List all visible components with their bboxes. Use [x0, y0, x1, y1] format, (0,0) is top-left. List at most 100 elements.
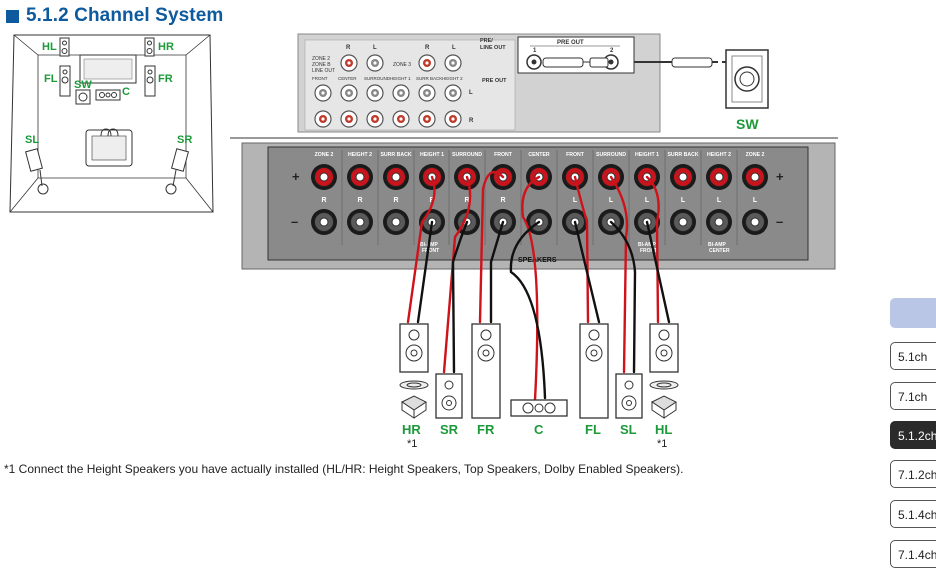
room-label-fr: FR — [158, 73, 173, 85]
speaker-wire — [478, 170, 505, 324]
speaker-note-hr: *1 — [407, 438, 417, 450]
svg-text:LINE OUT: LINE OUT — [480, 45, 506, 51]
speaker-wire — [573, 175, 590, 324]
terminal-negative — [383, 209, 409, 235]
section-title-text: 5.1.2 Channel System — [26, 5, 224, 26]
speaker-label-c: C — [534, 422, 544, 437]
zone23-label: ZONE 2 — [312, 56, 330, 62]
in-r1: R — [346, 45, 351, 51]
terminal-positive — [311, 164, 337, 190]
speaker-sr-icon — [435, 373, 463, 419]
amp-channel-letter: R — [321, 197, 326, 204]
terminal-negative — [670, 209, 696, 235]
speaker-label-sr: SR — [440, 422, 459, 437]
speaker-wire — [451, 220, 469, 374]
svg-text:L: L — [469, 90, 473, 96]
speaker-c-icon — [510, 399, 568, 417]
title-square-icon — [6, 9, 19, 23]
amp-column-label: SURR BACK — [380, 152, 411, 158]
input-row-label: HEIGHT 1 — [390, 76, 411, 81]
amp-channel-letter: L — [681, 197, 686, 204]
speaker-wire — [416, 220, 434, 324]
pre-out-title: PRE OUT — [557, 40, 584, 46]
speakers-label: SPEAKERS — [518, 257, 557, 264]
input-row-label: CENTER — [338, 76, 357, 81]
amp-column-label: HEIGHT 1 — [635, 152, 659, 158]
biamp-front-right: BI-AMP — [638, 242, 656, 248]
terminal-positive — [742, 164, 768, 190]
room-diagram: HL HR FL FR SW C SL SR — [9, 34, 214, 213]
svg-text:FRONT: FRONT — [640, 248, 657, 254]
tab-5-1ch[interactable]: 5.1ch — [890, 342, 936, 370]
amp-panel: + + – – SPEAKERS BI-AMP FRONT BI-AMP FRO… — [241, 142, 836, 270]
speaker-label-sl: SL — [620, 422, 637, 437]
speaker-wire — [573, 220, 601, 324]
footnote: *1 Connect the Height Speakers you have … — [4, 462, 684, 476]
speaker-fr-icon — [471, 323, 501, 419]
speaker-label-fr: FR — [477, 422, 495, 437]
speaker-fl-icon — [579, 323, 609, 419]
subwoofer-label: SW — [736, 116, 759, 132]
tab-5-1-2ch[interactable]: 5.1.2ch — [890, 421, 936, 449]
input-row-label: FRONT — [312, 76, 328, 81]
input-jack-top — [418, 54, 436, 72]
speaker-wire — [609, 175, 629, 374]
input-jack — [392, 84, 410, 102]
amp-column-label: ZONE 2 — [315, 152, 334, 158]
tab-7-1ch[interactable]: 7.1ch — [890, 382, 936, 410]
tab-blank-header — [890, 298, 936, 328]
tab-7-1-4ch[interactable]: 7.1.4ch — [890, 540, 936, 568]
room-label-fl: FL — [44, 73, 58, 85]
speaker-label-hr: HR — [402, 422, 421, 437]
pre-line-out-label: PRE/ — [480, 38, 493, 44]
amp-column-label: ZONE 2 — [746, 152, 765, 158]
terminal-negative — [742, 209, 768, 235]
room-hr-icon — [144, 37, 155, 57]
input-jack — [444, 110, 462, 128]
amp-minus-left: – — [291, 214, 298, 229]
subwoofer-icon — [722, 49, 769, 109]
input-jack-top — [340, 54, 358, 72]
tab-5-1-4ch[interactable]: 5.1.4ch — [890, 500, 936, 528]
pre-out-box: PRE OUT 1 2 — [517, 36, 718, 74]
input-panel: ZONE 2 ZONE B LINE OUT ZONE 3 PRE/ LINE … — [297, 33, 661, 133]
amp-column-label: HEIGHT 2 — [707, 152, 731, 158]
svg-text:CENTER: CENTER — [709, 248, 730, 254]
amp-channel-letter: L — [717, 197, 722, 204]
svg-text:ZONE B: ZONE B — [312, 62, 331, 68]
input-row-label: HEIGHT 2 — [442, 76, 463, 81]
speaker-wires — [406, 170, 671, 402]
speaker-wire — [521, 175, 541, 402]
sofa-icon — [85, 128, 133, 167]
svg-text:R: R — [469, 118, 474, 124]
speaker-wire — [645, 220, 671, 324]
speaker-wire — [489, 220, 505, 324]
terminal-positive — [383, 164, 409, 190]
terminal-positive — [347, 164, 373, 190]
input-jack — [418, 84, 436, 102]
room-label-c: C — [122, 86, 130, 98]
speaker-wire — [442, 175, 472, 374]
amp-column-label: FRONT — [566, 152, 585, 158]
amp-column-label: SURR BACK — [667, 152, 698, 158]
input-jacks — [314, 54, 462, 128]
svg-text:FRONT: FRONT — [422, 248, 439, 254]
amp-channel-letter: L — [645, 197, 650, 204]
speaker-hl-icon — [649, 323, 679, 419]
in-r2: R — [425, 45, 430, 51]
amp-minus-right: – — [776, 214, 783, 229]
amp-channel-letter: L — [609, 197, 614, 204]
speaker-hr-icon — [399, 323, 429, 419]
tab-7-1-2ch[interactable]: 7.1.2ch — [890, 460, 936, 488]
input-jack — [340, 110, 358, 128]
room-label-sw: SW — [74, 79, 92, 91]
terminal-negative — [311, 209, 337, 235]
terminal-positive — [670, 164, 696, 190]
pre-out-jack2-label: 2 — [610, 48, 614, 54]
section-title: 5.1.2 Channel System — [6, 5, 223, 27]
terminal-positive — [706, 164, 732, 190]
speaker-note-hl: *1 — [657, 438, 667, 450]
input-jack — [418, 110, 436, 128]
